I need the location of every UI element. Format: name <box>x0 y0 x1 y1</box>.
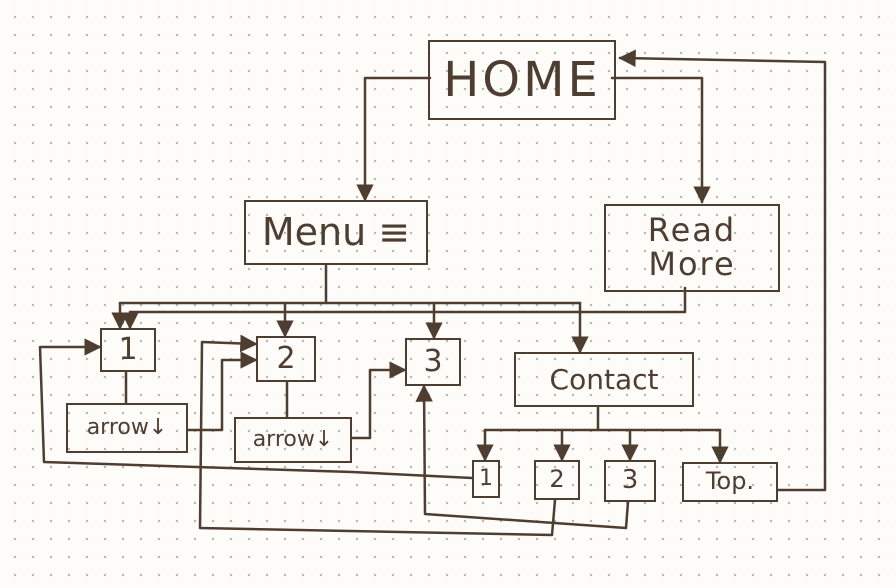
edge-top-home <box>618 49 827 492</box>
node-arrow-1-label: arrow↓ <box>86 415 168 441</box>
edge-c1-m1 <box>38 338 474 480</box>
node-home[interactable]: HOME <box>428 40 616 120</box>
node-read-more-label: Read More <box>647 211 737 283</box>
node-arrow-1[interactable]: arrow↓ <box>66 403 188 453</box>
node-top[interactable]: Top. <box>682 462 778 502</box>
node-menu-item-3[interactable]: 3 <box>405 338 461 386</box>
node-contact-item-2[interactable]: 2 <box>534 460 580 500</box>
edge-readmore-bus <box>121 286 687 330</box>
node-menu-item-2-label: 2 <box>276 341 296 377</box>
node-menu-item-1-label: 1 <box>118 332 138 368</box>
node-arrow-2[interactable]: arrow↓ <box>234 417 352 463</box>
node-top-label: Top. <box>705 467 755 496</box>
edge-home-readmore <box>610 76 711 204</box>
edge-home-menu <box>356 76 432 202</box>
node-contact-item-3-label: 3 <box>621 465 639 496</box>
node-menu[interactable]: Menu ≡ <box>244 200 428 265</box>
node-arrow-2-label: arrow↓ <box>252 427 334 453</box>
edge-arrow2-m3 <box>350 361 407 440</box>
node-contact-label: Contact <box>549 362 659 396</box>
node-menu-item-3-label: 3 <box>423 344 443 380</box>
node-home-label: HOME <box>443 51 601 108</box>
edge-c3-m3 <box>415 384 630 530</box>
node-contact-item-3[interactable]: 3 <box>604 460 656 502</box>
node-contact-item-2-label: 2 <box>549 465 565 494</box>
edge-arrow1-m2 <box>186 351 258 432</box>
node-menu-item-1[interactable]: 1 <box>100 328 156 372</box>
node-contact-item-1-label: 1 <box>479 466 493 492</box>
node-contact-item-1[interactable]: 1 <box>472 460 500 498</box>
node-read-more[interactable]: Read More <box>604 204 780 292</box>
node-menu-item-2[interactable]: 2 <box>256 336 316 382</box>
node-contact[interactable]: Contact <box>514 352 694 407</box>
node-menu-label: Menu ≡ <box>261 209 411 254</box>
